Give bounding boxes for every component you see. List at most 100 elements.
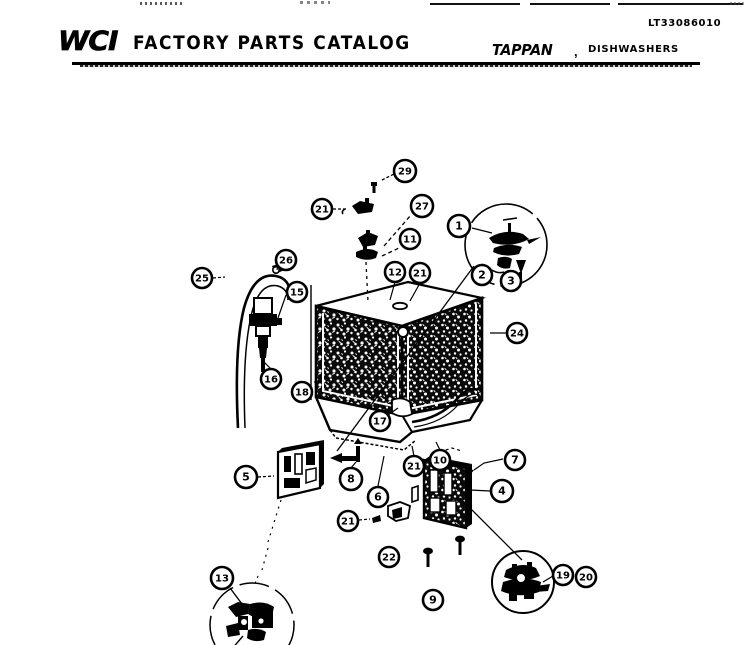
leader-5 [257, 475, 275, 478]
kick-panel-slot-4 [445, 500, 457, 516]
callout-26[interactable]: 26 [274, 248, 298, 272]
lower-bubble-guide [253, 575, 259, 587]
callout-ring [402, 454, 426, 478]
water-fill-hose-assembly [212, 262, 292, 429]
water-inlet-valve-15 [249, 297, 282, 372]
callout-9[interactable]: 9 [421, 588, 445, 612]
callout-3[interactable]: 3 [499, 269, 523, 293]
scan-artifact-right [730, 2, 744, 5]
callout-6[interactable]: 6 [366, 485, 390, 509]
pump-motor-assembly [501, 562, 550, 601]
callout-20[interactable]: 20 [574, 565, 598, 589]
scan-artifact-left [140, 2, 184, 5]
callout-21[interactable]: 21 [408, 261, 432, 285]
callout-number: 12 [388, 268, 402, 279]
callout-21[interactable]: 21 [402, 454, 426, 478]
drain-hose [411, 387, 479, 424]
callout-29[interactable]: 29 [392, 158, 418, 184]
callout-ring [489, 478, 515, 504]
callout-number: 15 [290, 288, 304, 299]
callout-2[interactable]: 2 [470, 263, 494, 287]
top-screw-29 [371, 182, 377, 193]
tub-front-grommet [397, 326, 409, 338]
callout-number: 3 [507, 275, 515, 288]
callout-17[interactable]: 17 [368, 409, 392, 433]
leader-1 [471, 227, 493, 234]
drain-hose-highlight [413, 393, 481, 428]
callout-number: 17 [373, 417, 387, 428]
callout-4[interactable]: 4 [489, 478, 515, 504]
callout-number: 26 [279, 256, 293, 267]
fastener-21d [372, 515, 381, 523]
callout-ring [505, 321, 529, 345]
callout-number: 27 [415, 202, 429, 213]
brand-comma: , [574, 44, 578, 59]
callout-18[interactable]: 18 [290, 380, 314, 404]
callout-5[interactable]: 5 [233, 464, 259, 490]
callout-number: 21 [315, 205, 329, 216]
callout-7[interactable]: 7 [503, 448, 527, 472]
loose-screw-b [455, 535, 465, 555]
scan-rule-c [618, 3, 743, 5]
callout-13[interactable]: 13 [209, 565, 235, 591]
callout-ring [338, 466, 364, 492]
callout-21[interactable]: 21 [336, 509, 360, 533]
bracket-arrow-8 [330, 453, 342, 463]
control-switch-5 [284, 478, 300, 488]
control-panel-assembly-5 [257, 440, 324, 571]
control-panel-top-bevel [278, 440, 324, 452]
callout-ring [233, 464, 259, 490]
callout-10[interactable]: 10 [428, 448, 452, 472]
callout-number: 24 [510, 329, 524, 340]
kick-panel-slot-1 [429, 469, 439, 493]
tub-bottom-corner [401, 414, 413, 433]
callout-number: 21 [407, 462, 421, 473]
callout-16[interactable]: 16 [259, 367, 283, 391]
callout-27[interactable]: 27 [409, 193, 435, 219]
scan-rule-b [530, 3, 610, 5]
leader-17 [387, 407, 399, 416]
tub-sump-fitting [391, 397, 413, 418]
tub-base-channel [329, 429, 417, 451]
callout-21[interactable]: 21 [310, 197, 334, 221]
leader-15 [277, 294, 287, 319]
control-panel-mount-guide-2 [261, 547, 269, 571]
callout-ring [310, 197, 334, 221]
callout-15[interactable]: 15 [285, 280, 309, 304]
callout-ring [209, 565, 235, 591]
callout-11[interactable]: 11 [398, 227, 422, 251]
callout-number: 21 [413, 269, 427, 280]
callout-22[interactable]: 22 [377, 545, 401, 569]
leader-7 [473, 458, 504, 471]
kick-panel-slot-3 [429, 497, 441, 513]
control-switch-4 [305, 467, 317, 485]
leader-11 [381, 247, 400, 257]
callout-25[interactable]: 25 [190, 266, 214, 290]
tub-top-port [392, 301, 408, 311]
leader-latch-to-door [336, 265, 475, 452]
tappan-brand-logo: TAPPAN [492, 41, 553, 59]
callout-number: 18 [295, 388, 309, 399]
control-panel-mount-guide [267, 499, 282, 543]
callout-ring [259, 367, 283, 391]
callout-12[interactable]: 12 [383, 260, 407, 284]
latch-handle-assembly [226, 602, 274, 642]
callout-number: 19 [556, 571, 570, 582]
callout-19[interactable]: 19 [551, 563, 575, 587]
callout-ring [366, 485, 390, 509]
page-header: WCI FACTORY PARTS CATALOG LT33086010 TAP… [0, 0, 750, 68]
bracket-bar-8 [342, 456, 356, 461]
tub-right-inner-frame [407, 304, 477, 411]
panel-alignment-guide [439, 447, 463, 453]
callout-ring [368, 409, 392, 433]
bracket-tip-8 [354, 438, 362, 444]
callout-number: 5 [242, 471, 250, 484]
callout-24[interactable]: 24 [505, 321, 529, 345]
leader-14 [234, 635, 244, 645]
callout-8[interactable]: 8 [338, 466, 364, 492]
callout-1[interactable]: 1 [446, 213, 472, 239]
callout-ring [551, 563, 575, 587]
callout-ring [499, 269, 523, 293]
dishwasher-tub-assembly [314, 280, 487, 451]
callout-ring [470, 263, 494, 287]
